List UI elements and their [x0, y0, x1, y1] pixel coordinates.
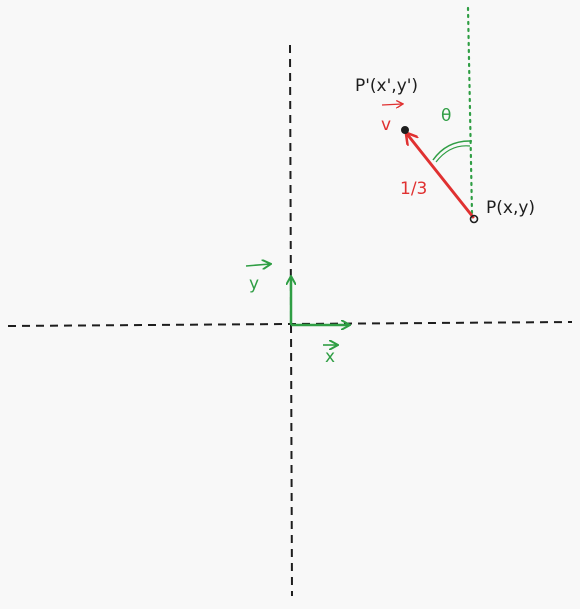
point-p-prime-marker — [401, 126, 409, 134]
reference-dotted-line — [466, 6, 474, 216]
angle-arc — [432, 140, 473, 161]
basis-x-label: x — [325, 347, 335, 367]
point-p-marker — [469, 214, 479, 224]
point-p-label: P(x,y) — [486, 198, 535, 218]
vector-length-label: 1/3 — [400, 179, 427, 199]
vector-name-arrow — [381, 104, 402, 105]
vertical-axis — [289, 44, 293, 597]
vector-v-arrow — [407, 134, 475, 219]
basis-y-label: y — [249, 274, 259, 294]
basis-y-label-arrow — [245, 264, 270, 266]
angle-label: θ — [441, 106, 451, 126]
angle-arc-inner — [435, 145, 471, 163]
point-p-prime-label: P'(x',y') — [355, 76, 418, 96]
vector-name-label: v — [381, 115, 391, 135]
